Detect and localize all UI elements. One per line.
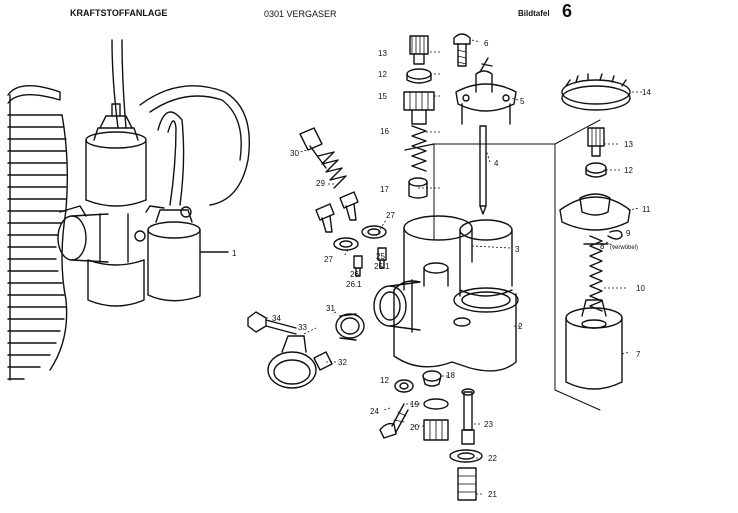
callout-4: 4 (494, 159, 499, 168)
callout-30: 30 (290, 149, 299, 158)
callout-10: 10 (636, 284, 645, 293)
callout-23: 23 (484, 420, 493, 429)
callout-2: 2 (518, 322, 523, 331)
callout-14: 14 (642, 88, 651, 97)
callout-27-right: 27 (386, 211, 395, 220)
callout-31: 31 (326, 304, 335, 313)
callout-5: 5 (520, 97, 525, 106)
callout-34: 34 (272, 314, 281, 323)
engine-assembly-view (7, 39, 250, 381)
plate-label: Bildtafel (518, 9, 550, 18)
callout-21: 21 (488, 490, 497, 499)
callout-9: 9 (626, 229, 631, 238)
annotation-note: (verwöbel) (610, 245, 638, 251)
plate-number: 6 (562, 1, 573, 21)
callout-20: 20 (410, 423, 419, 432)
callout-13-top: 13 (378, 49, 387, 58)
section-title: KRAFTSTOFFANLAGE (70, 8, 168, 18)
callout-11: 11 (642, 205, 651, 214)
callout-3: 3 (515, 245, 520, 254)
callout-12-lower: 12 (380, 376, 389, 385)
callout-18: 18 (446, 371, 455, 380)
callout-6: 6 (484, 39, 489, 48)
callout-17: 17 (380, 185, 389, 194)
callout-27-left: 27 (324, 255, 333, 264)
callout-33: 33 (298, 323, 307, 332)
callout-1: 1 (232, 249, 237, 258)
callout-12-top: 12 (378, 70, 387, 79)
callout-25: 25 (376, 252, 385, 261)
callout-29: 29 (316, 179, 325, 188)
callout-25-1: 25.1 (374, 262, 390, 271)
callout-16: 16 (380, 127, 389, 136)
callout-26-1: 26.1 (346, 280, 362, 289)
callout-8: 8 (600, 242, 605, 251)
group-title: 0301 VERGASER (264, 9, 337, 19)
callout-13-right: 13 (624, 140, 633, 149)
callout-12-right: 12 (624, 166, 633, 175)
callout-22: 22 (488, 454, 497, 463)
callout-26: 26 (350, 270, 359, 279)
callout-19: 19 (410, 400, 419, 409)
callout-7: 7 (636, 350, 641, 359)
callout-15: 15 (378, 92, 387, 101)
callout-32: 32 (338, 358, 347, 367)
callout-24: 24 (370, 407, 379, 416)
